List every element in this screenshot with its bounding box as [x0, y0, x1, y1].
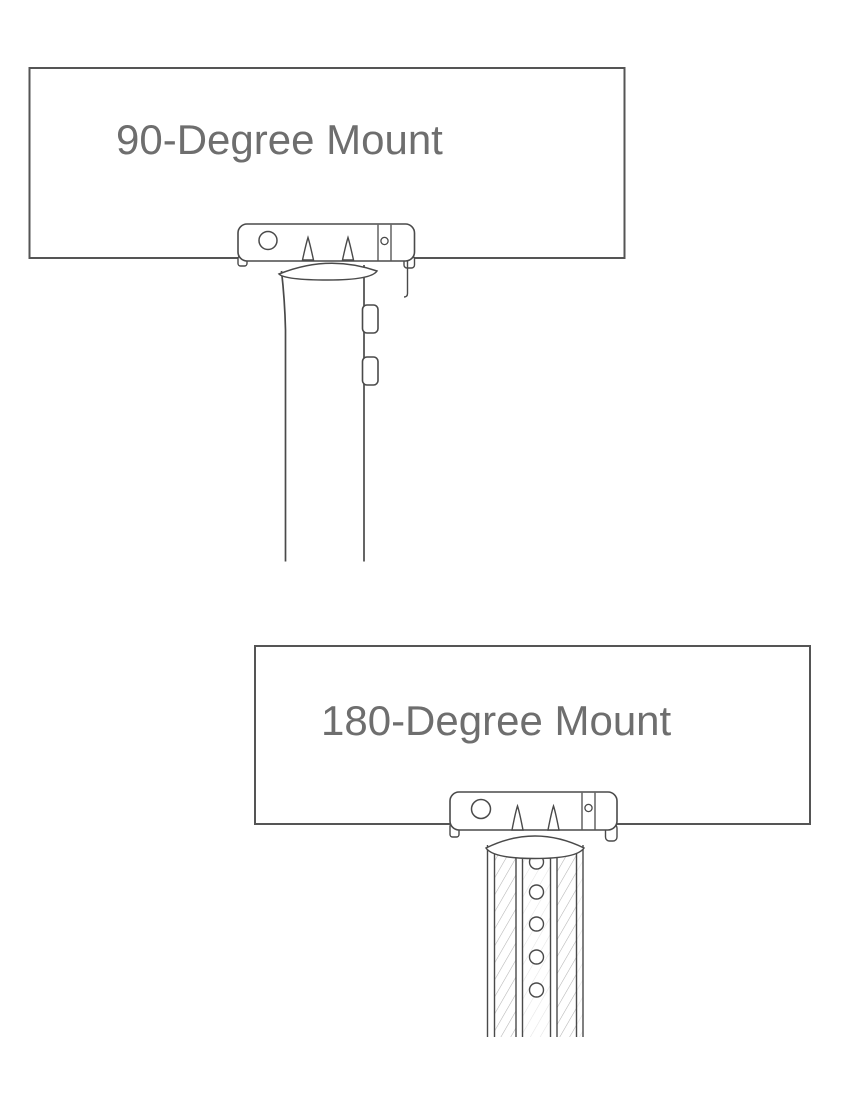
pole-tab-lower [361, 356, 379, 386]
mounting-bracket-180 [449, 791, 618, 842]
pole-tab-upper [361, 304, 379, 334]
mount-90-label: 90-Degree Mount [116, 116, 443, 163]
pole-90 [280, 265, 379, 562]
pole-cap-90 [277, 262, 379, 281]
diagram-90-degree-mount [28, 67, 626, 562]
pole-hole [528, 949, 545, 965]
pole-cap-180 [484, 835, 586, 860]
diagram-180-degree-mount [254, 645, 811, 1037]
bracket-spike-left [511, 803, 524, 831]
bracket-spike-right [341, 235, 355, 261]
bracket-body [449, 791, 618, 831]
pole-hole [528, 916, 545, 932]
pole-hole [528, 982, 545, 998]
pole-hole [528, 884, 545, 900]
bracket-bolt-hole [258, 230, 278, 251]
mount-180-label: 180-Degree Mount [321, 697, 672, 744]
pole-hatch-right [557, 846, 577, 1037]
mounting-bracket-90 [237, 223, 416, 298]
bracket-rear-flange [403, 261, 409, 298]
pole-body-fill [282, 265, 364, 561]
bracket-bolt-hole [470, 798, 492, 820]
pole-180 [486, 840, 584, 1037]
pole-hatch-left [494, 846, 516, 1037]
bracket-body [237, 223, 416, 262]
pole-hatch-center [522, 846, 551, 1037]
bracket-pin-hole [380, 236, 389, 246]
pole-extrusion-lines [486, 845, 584, 1037]
pole-edge-left [280, 270, 287, 562]
pole-hatch-outer-right [576, 846, 583, 1037]
bracket-pin-hole [584, 803, 593, 813]
bracket-spike-left [301, 235, 315, 261]
bracket-spike-right [547, 803, 560, 831]
